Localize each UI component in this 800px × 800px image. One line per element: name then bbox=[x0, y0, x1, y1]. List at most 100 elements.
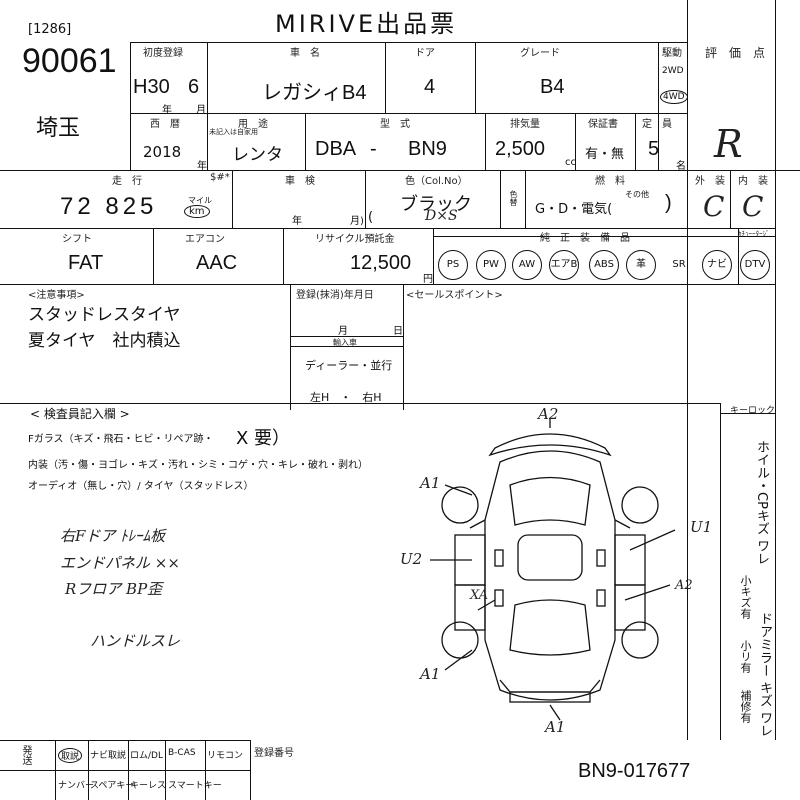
mileage-value: 72 825 bbox=[60, 193, 158, 220]
doors: 4 bbox=[424, 76, 436, 98]
color-label: 色（Col.No） bbox=[405, 176, 468, 187]
chassis-number: BN9-017677 bbox=[578, 760, 691, 782]
recycle-label: リサイクル預託金 bbox=[315, 234, 395, 245]
option-dtv: DTV bbox=[740, 250, 770, 280]
shaken-label: 車 検 bbox=[285, 176, 315, 187]
grade-score: R bbox=[714, 122, 743, 166]
handwritten-note-3: Rフロア BP歪 bbox=[65, 580, 163, 598]
notes-label: <注意事項> bbox=[28, 290, 85, 301]
inspector-line-audio: オーディオ（無し・穴）/ タイヤ（スタッドレス） bbox=[28, 481, 254, 492]
grade-label: グレード bbox=[520, 48, 560, 59]
mileage-label: 走 行 bbox=[112, 176, 142, 187]
yen-unit: 円 bbox=[423, 274, 433, 285]
damage-mark-3: U2 bbox=[400, 550, 423, 568]
bottom-manual: 取説 bbox=[58, 748, 83, 763]
usage-value: レンタ bbox=[232, 145, 283, 164]
fuel-other: その他 bbox=[625, 190, 649, 199]
cc-unit: cc bbox=[565, 157, 576, 168]
bottom-smart-key: スマートキー bbox=[168, 781, 222, 791]
drive-label: 駆動 bbox=[662, 48, 682, 59]
warranty-label: 保証書 bbox=[588, 119, 618, 130]
shift-value: FAT bbox=[68, 252, 104, 274]
inspector-line-interior: 内装（汚・傷・ヨゴレ・キズ・汚れ・シミ・コゲ・穴・キレ・破れ・剥れ） bbox=[28, 460, 368, 471]
bottom-keyless: キーレス bbox=[130, 781, 167, 791]
model-label: 型 式 bbox=[380, 119, 410, 130]
reg-day: 日 bbox=[393, 326, 403, 337]
option-pw: PW bbox=[476, 250, 506, 280]
bottom-remote: リモコン bbox=[207, 751, 244, 761]
option-navi: ナビ bbox=[702, 250, 732, 280]
damage-mark-4: U1 bbox=[690, 518, 713, 536]
options-label: 純 正 装 備 品 bbox=[540, 233, 630, 244]
fuel-close: ) bbox=[665, 192, 672, 214]
capacity-value: 5 bbox=[648, 138, 660, 160]
keylock-label: キーロック bbox=[730, 406, 776, 416]
year-suffix: 年 bbox=[197, 161, 207, 172]
bottom-bcas: B-CAS bbox=[168, 748, 196, 758]
side-text-repaired: 補修有 bbox=[739, 690, 752, 723]
damage-mark-5: A2 bbox=[675, 578, 693, 593]
displacement-label: 排気量 bbox=[510, 119, 540, 130]
lot-box: [1286] bbox=[28, 22, 72, 37]
interior-label: 内 装 bbox=[738, 176, 768, 187]
car-name-label: 車 名 bbox=[290, 48, 320, 59]
sales-point-label: <セールスポイント> bbox=[406, 290, 503, 301]
shift-label: シフト bbox=[62, 234, 92, 245]
reg-month: 月 bbox=[338, 326, 348, 337]
aircon-value: AAC bbox=[196, 252, 238, 274]
exterior-score: C bbox=[703, 190, 725, 223]
reg-date-label: 登録(抹消)年月日 bbox=[296, 290, 374, 301]
option-abs: ABS bbox=[589, 250, 619, 280]
side-text-small-dent: 小リ有 bbox=[739, 640, 752, 673]
model-code: BN9 bbox=[408, 138, 447, 160]
shaken-year: 年 bbox=[292, 216, 302, 227]
note-line-1: スタッドレスタイヤ bbox=[28, 305, 181, 324]
document-title: MIRIVE出品票 bbox=[275, 10, 458, 38]
fuel-options: G・D・電気( bbox=[535, 202, 613, 217]
drive-2wd: 2WD bbox=[662, 66, 684, 76]
region: 埼玉 bbox=[36, 116, 81, 141]
chain-label: ｶﾁｭｰｰﾀｰｼﾞ bbox=[738, 230, 770, 238]
door-label: ドア bbox=[415, 48, 435, 59]
bottom-spare-key: スペアキー bbox=[90, 781, 135, 791]
damage-mark-2: A1 bbox=[420, 474, 441, 492]
capacity-label: 定 員 bbox=[642, 119, 672, 130]
shaken-month: 月) bbox=[350, 216, 364, 227]
handwritten-note-4: ハンドルスレ bbox=[90, 632, 181, 650]
rating-label: 評 価 点 bbox=[705, 46, 766, 60]
handwritten-note-2: エンドパネル ×× bbox=[60, 554, 180, 572]
lot-box-number: 1286 bbox=[33, 22, 67, 37]
first-reg-month: 6 bbox=[188, 76, 200, 98]
displacement-value: 2,500 bbox=[495, 138, 546, 160]
bottom-plate: ナンバー bbox=[58, 781, 95, 791]
damage-mark-8: A1 bbox=[545, 718, 566, 736]
warranty-value: 有・無 bbox=[585, 147, 625, 162]
car-name: レガシィB4 bbox=[262, 82, 367, 104]
damage-mark-7: A1 bbox=[420, 665, 441, 683]
import-type: ディーラー・並行 bbox=[305, 359, 393, 372]
glass-mark: X 要） bbox=[236, 428, 291, 449]
bottom-navi-manual: ナビ取説 bbox=[90, 751, 127, 761]
grade: B4 bbox=[540, 76, 565, 98]
damage-mark-6: XA bbox=[470, 588, 489, 603]
model-prefix: DBA bbox=[315, 138, 357, 160]
recycle-value: 12,500 bbox=[350, 252, 412, 274]
color-paren-open: ( bbox=[368, 210, 374, 225]
reg-number-label: 登録番号 bbox=[254, 748, 294, 759]
handle-side: 左H ・ 右H bbox=[310, 391, 382, 404]
usage-label: 用 途 bbox=[238, 119, 268, 130]
mile-unit: マイル bbox=[188, 196, 212, 205]
side-text-small-scratch: 小キズ有 bbox=[739, 575, 752, 619]
first-reg-label: 初度登録 bbox=[143, 48, 183, 59]
first-reg-era: H30 bbox=[133, 76, 170, 98]
seireki-label: 西 暦 bbox=[150, 119, 180, 130]
usage-note: 未記入は自家用 bbox=[209, 128, 258, 136]
bottom-rom: ロム/DL bbox=[130, 751, 163, 761]
option-ps: PS bbox=[438, 250, 468, 280]
km-unit-circled: km bbox=[184, 205, 210, 218]
drive-4wd-circled: 4WD bbox=[660, 90, 688, 104]
fuel-label: 燃 料 bbox=[595, 176, 625, 187]
inspector-line-glass: Fガラス（キズ・飛石・ヒビ・リペア跡・ bbox=[28, 434, 214, 445]
handwritten-note-1: 右Fドア ﾄﾚｰﾑ板 bbox=[60, 527, 166, 545]
inspector-label: < 検査員記入欄 > bbox=[30, 407, 130, 421]
